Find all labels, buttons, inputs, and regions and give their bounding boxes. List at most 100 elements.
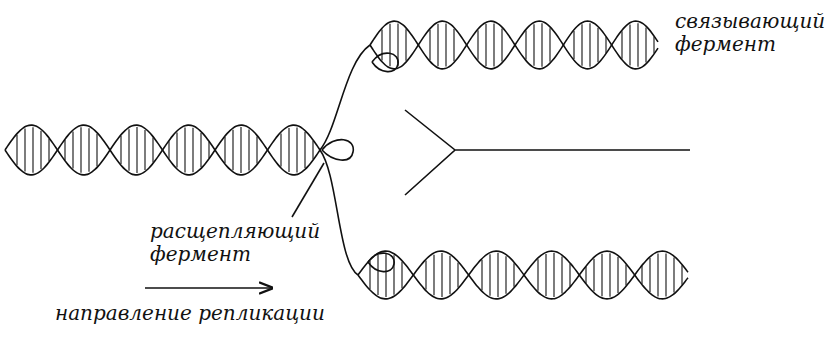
base-pair-hatch — [441, 253, 442, 297]
base-pair-hatch — [545, 254, 546, 296]
base-pair-hatch — [389, 24, 390, 67]
base-pair-hatch — [525, 31, 526, 60]
base-pair-hatch — [589, 23, 590, 67]
base-pair-hatch — [681, 265, 682, 284]
base-pair-hatch — [200, 133, 201, 167]
base-pair-hatch — [673, 258, 674, 293]
fork-strand — [320, 150, 358, 275]
base-pair-hatch — [553, 253, 554, 297]
base-pair-hatch — [477, 30, 478, 60]
enzyme-label: связывающий фермент — [675, 10, 833, 56]
base-pair-hatch — [497, 253, 498, 297]
base-pair-hatch — [40, 131, 41, 169]
enzyme-loop — [368, 253, 394, 272]
base-pair-hatch — [581, 24, 582, 65]
base-pair-hatch — [641, 266, 642, 284]
base-pair-hatch — [136, 127, 137, 173]
base-pair-hatch — [449, 256, 450, 295]
base-pair-hatch — [24, 129, 25, 172]
base-pair-hatch — [64, 140, 65, 160]
base-pair-hatch — [312, 141, 313, 160]
base-pair-hatch — [617, 257, 618, 293]
base-pair-hatch — [240, 127, 241, 173]
double-helix — [5, 21, 688, 299]
base-pair-hatch — [176, 132, 177, 167]
base-pair-hatch — [16, 135, 17, 165]
base-pair-hatch — [585, 267, 586, 283]
base-pair-hatch — [653, 37, 654, 54]
enzyme-label: расщепляющий фермент — [150, 220, 330, 266]
base-pair-hatch — [128, 129, 129, 171]
fork-strand — [320, 45, 370, 150]
direction-arrow — [145, 287, 272, 289]
base-pair-hatch — [609, 253, 610, 297]
base-pair-hatch — [537, 259, 538, 291]
base-pair-hatch — [605, 37, 606, 53]
base-pair-hatch — [192, 128, 193, 173]
base-pair-hatch — [224, 137, 225, 163]
base-pair-hatch — [72, 132, 73, 169]
base-pair-hatch — [597, 28, 598, 62]
base-pair-hatch — [80, 127, 81, 172]
base-pair-hatch — [280, 133, 281, 166]
binding-enzyme-y — [405, 110, 690, 195]
fork-lines — [145, 45, 690, 288]
base-pair-hatch — [168, 141, 169, 158]
dna-strand — [358, 251, 688, 299]
dna-strand — [358, 251, 688, 299]
base-pair-hatch — [485, 24, 486, 66]
base-pair-hatch — [152, 138, 153, 163]
base-pair-hatch — [256, 136, 257, 163]
base-pair-hatch — [657, 254, 658, 297]
base-pair-hatch — [96, 134, 97, 166]
base-pair-hatch — [561, 257, 562, 294]
base-pair-hatch — [377, 255, 378, 295]
base-pair-hatch — [48, 139, 49, 161]
base-pair-hatch — [501, 28, 502, 61]
base-pair-hatch — [493, 23, 494, 66]
base-pair-hatch — [569, 264, 570, 286]
dna-strand — [370, 21, 658, 69]
base-pair-hatch — [381, 29, 382, 60]
base-pair-hatch — [401, 262, 402, 288]
base-pair-hatch — [665, 253, 666, 296]
base-pair-hatch — [184, 128, 185, 173]
base-pair-hatch — [481, 260, 482, 290]
dna-strand — [370, 21, 658, 69]
base-pair-hatch — [296, 127, 297, 172]
base-pair-hatch — [288, 128, 289, 172]
enzyme-loop — [322, 140, 353, 160]
dna-strand — [5, 125, 320, 175]
base-pair-hatch — [645, 28, 646, 63]
base-pair-hatch — [425, 260, 426, 289]
base-pair-hatch — [437, 24, 438, 66]
base-pair-hatch — [405, 29, 406, 61]
base-pair-hatch — [533, 24, 534, 66]
base-pair-hatch — [649, 258, 650, 292]
base-pair-hatch — [144, 130, 145, 170]
leader-line — [292, 163, 324, 217]
base-pair-hatch — [88, 128, 89, 172]
base-pair-hatch — [32, 127, 33, 173]
base-pair-hatch — [429, 30, 430, 60]
base-pair-hatch — [385, 253, 386, 297]
base-pair-hatch — [637, 23, 638, 67]
base-pair-hatch — [621, 31, 622, 58]
base-pair-hatch — [453, 29, 454, 61]
enzyme-loop — [372, 53, 398, 72]
base-pair-hatch — [541, 23, 542, 66]
base-pair-hatch — [232, 130, 233, 171]
base-pair-hatch — [120, 136, 121, 164]
base-pair-hatch — [248, 129, 249, 170]
base-pair-hatch — [433, 255, 434, 296]
base-pair-hatch — [625, 265, 626, 286]
base-pair-hatch — [601, 254, 602, 296]
base-pair-hatch — [457, 262, 458, 287]
direction-label: направление репликации — [55, 302, 375, 325]
dna-strand — [5, 125, 320, 175]
base-pair-hatch — [573, 31, 574, 59]
base-pair-hatch — [445, 23, 446, 66]
base-pair-hatch — [208, 142, 209, 158]
base-pair-hatch — [593, 259, 594, 292]
base-pair-hatch — [304, 132, 305, 168]
